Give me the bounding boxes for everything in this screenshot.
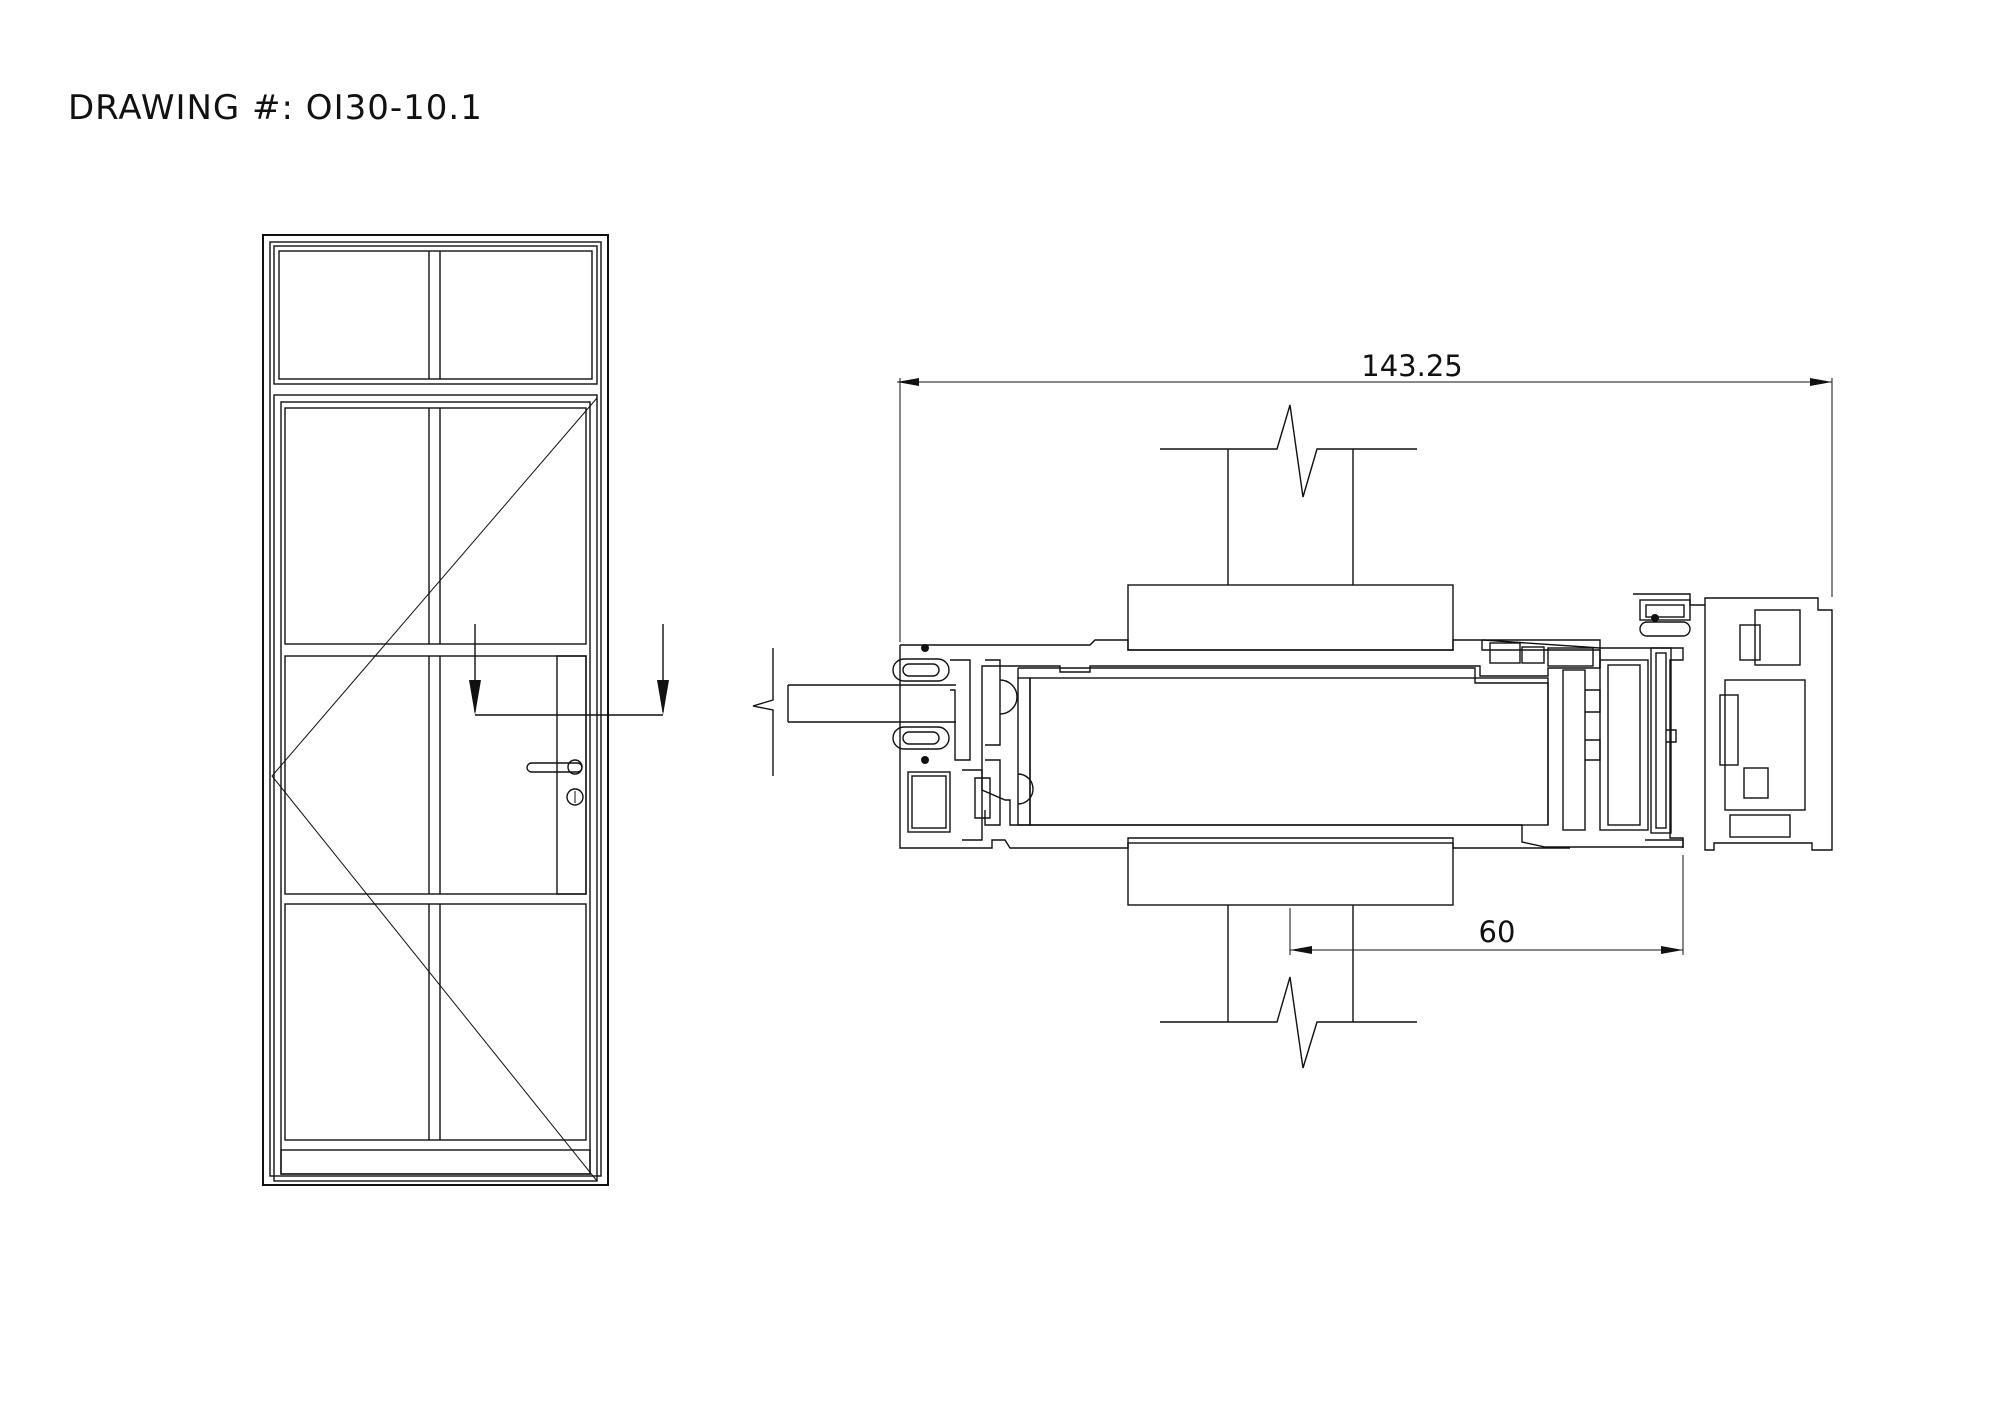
transom <box>273 245 598 385</box>
sash-profile <box>1482 639 1684 848</box>
dimension-sash: 60 <box>1289 855 1684 955</box>
dimension-overall: 143.25 <box>897 349 1833 642</box>
door-inner-frame <box>269 241 602 1177</box>
glass-pane <box>752 648 956 776</box>
door-leaf <box>273 394 598 1182</box>
door-handle <box>526 759 584 806</box>
door-elevation <box>262 234 669 1186</box>
drawing-number: DRAWING #: OI30-10.1 <box>68 88 483 128</box>
wall-below <box>1127 842 1454 1069</box>
section-cut-marker <box>469 624 669 716</box>
dimension-sash-label: 60 <box>1479 915 1516 949</box>
dimension-overall-label: 143.25 <box>1361 349 1462 383</box>
frame-profile <box>1633 593 1833 851</box>
main-profile <box>892 639 1684 849</box>
door-outer-frame <box>262 234 609 1186</box>
section-detail: 143.25 60 <box>752 349 1833 1069</box>
door-swing-lines <box>271 397 598 1182</box>
wall-above <box>1127 404 1454 651</box>
